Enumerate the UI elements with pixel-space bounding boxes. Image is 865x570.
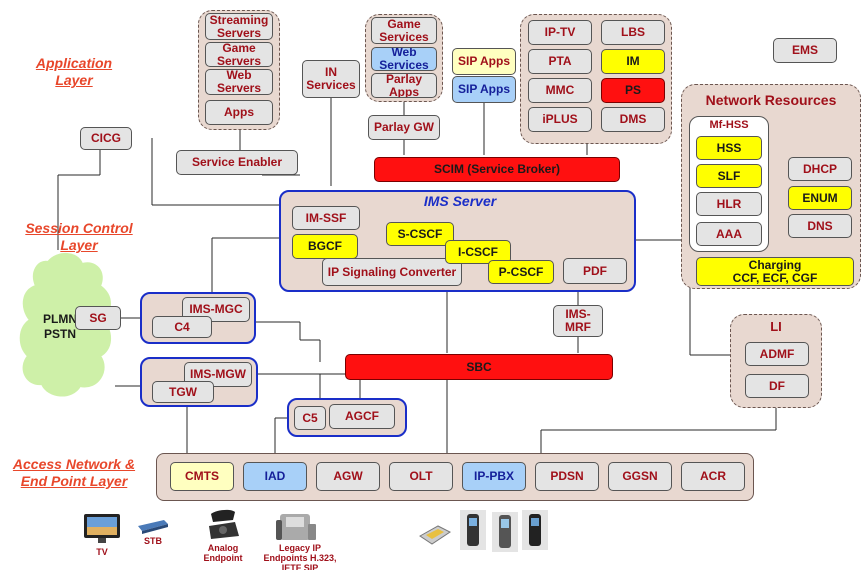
iplus-box[interactable]: iPLUS — [528, 107, 592, 132]
web-services-box[interactable]: Web Services — [371, 47, 437, 71]
stb-icon — [136, 518, 170, 534]
analog-phone-icon — [205, 508, 241, 540]
hss-box[interactable]: HSS — [696, 136, 762, 160]
web-servers-box[interactable]: Web Servers — [205, 69, 273, 95]
mf-hss-title: Mf-HSS — [689, 119, 769, 131]
application-layer-label: Application Layer — [18, 55, 130, 89]
dhcp-box[interactable]: DHCP — [788, 157, 852, 181]
parlay-apps-box[interactable]: Parlay Apps — [371, 73, 437, 98]
stb-label: STB — [138, 536, 168, 546]
c5-box[interactable]: C5 — [294, 406, 326, 430]
tv-icon — [82, 512, 122, 546]
admf-box[interactable]: ADMF — [745, 342, 809, 366]
im-box[interactable]: IM — [601, 49, 665, 74]
charging-label: Charging — [749, 259, 802, 272]
cicg-box[interactable]: CICG — [80, 127, 132, 150]
tgw-box[interactable]: TGW — [152, 381, 214, 403]
aaa-box[interactable]: AAA — [696, 222, 762, 246]
analog-endpoint-label: Analog Endpoint — [194, 543, 252, 563]
mobile-phone-icon-3 — [522, 510, 548, 550]
im-ssf-box[interactable]: IM-SSF — [292, 206, 360, 230]
game-servers-box[interactable]: Game Servers — [205, 42, 273, 67]
c4-box[interactable]: C4 — [152, 316, 212, 338]
in-services-box[interactable]: IN Services — [302, 60, 360, 98]
network-resources-title: Network Resources — [684, 92, 858, 108]
bgcf-box[interactable]: BGCF — [292, 234, 358, 259]
sip-apps-box-2[interactable]: SIP Apps — [452, 76, 516, 103]
df-box[interactable]: DF — [745, 374, 809, 398]
ims-mrf-box[interactable]: IMS-MRF — [553, 305, 603, 337]
ims-server-title: IMS Server — [415, 193, 505, 209]
p-cscf-box[interactable]: P-CSCF — [488, 260, 554, 284]
mmc-box[interactable]: MMC — [528, 78, 592, 103]
hlr-box[interactable]: HLR — [696, 192, 762, 216]
access-node-pdsn[interactable]: PDSN — [535, 462, 599, 491]
access-node-ggsn[interactable]: GGSN — [608, 462, 672, 491]
access-layer-label: Access Network & End Point Layer — [10, 456, 138, 490]
ps-box[interactable]: PS — [601, 78, 665, 103]
charging-box[interactable]: Charging CCF, ECF, CGF — [696, 257, 854, 286]
charging-sub-label: CCF, ECF, CGF — [733, 272, 818, 285]
dns-box[interactable]: DNS — [788, 214, 852, 238]
access-node-agw[interactable]: AGW — [316, 462, 380, 491]
dms-box[interactable]: DMS — [601, 107, 665, 132]
streaming-servers-box[interactable]: Streaming Servers — [205, 13, 273, 40]
li-title: LI — [730, 319, 822, 334]
access-node-olt[interactable]: OLT — [389, 462, 453, 491]
pda-icon — [418, 522, 452, 546]
parlay-gw-box[interactable]: Parlay GW — [368, 115, 440, 140]
access-node-acr[interactable]: ACR — [681, 462, 745, 491]
service-enabler-box[interactable]: Service Enabler — [176, 150, 298, 175]
game-services-box[interactable]: Game Services — [371, 17, 437, 44]
ip-signaling-converter-box[interactable]: IP Signaling Converter — [322, 258, 462, 286]
s-cscf-box[interactable]: S-CSCF — [386, 222, 454, 246]
access-node-cmts[interactable]: CMTS — [170, 462, 234, 491]
ems-box[interactable]: EMS — [773, 38, 837, 63]
scim-box[interactable]: SCIM (Service Broker) — [374, 157, 620, 182]
sg-box[interactable]: SG — [75, 306, 121, 330]
pta-box[interactable]: PTA — [528, 49, 592, 74]
access-node-ip-pbx[interactable]: IP-PBX — [462, 462, 526, 491]
slf-box[interactable]: SLF — [696, 164, 762, 188]
enum-box[interactable]: ENUM — [788, 186, 852, 210]
agcf-box[interactable]: AGCF — [329, 404, 395, 429]
lbs-box[interactable]: LBS — [601, 20, 665, 45]
legacy-ip-endpoints-label: Legacy IP Endpoints H.323, IETF SIP — [256, 543, 344, 570]
sip-apps-box-1[interactable]: SIP Apps — [452, 48, 516, 75]
iptv-box[interactable]: IP-TV — [528, 20, 592, 45]
sbc-box[interactable]: SBC — [345, 354, 613, 380]
mobile-phone-icon-2 — [492, 512, 518, 552]
pdf-box[interactable]: PDF — [563, 258, 627, 284]
apps-box[interactable]: Apps — [205, 100, 273, 125]
legacy-ip-phone-icon — [274, 510, 318, 544]
tv-label: TV — [86, 547, 118, 557]
mobile-phone-icon-1 — [460, 510, 486, 550]
access-node-iad[interactable]: IAD — [243, 462, 307, 491]
session-control-layer-label: Session Control Layer — [16, 220, 142, 254]
